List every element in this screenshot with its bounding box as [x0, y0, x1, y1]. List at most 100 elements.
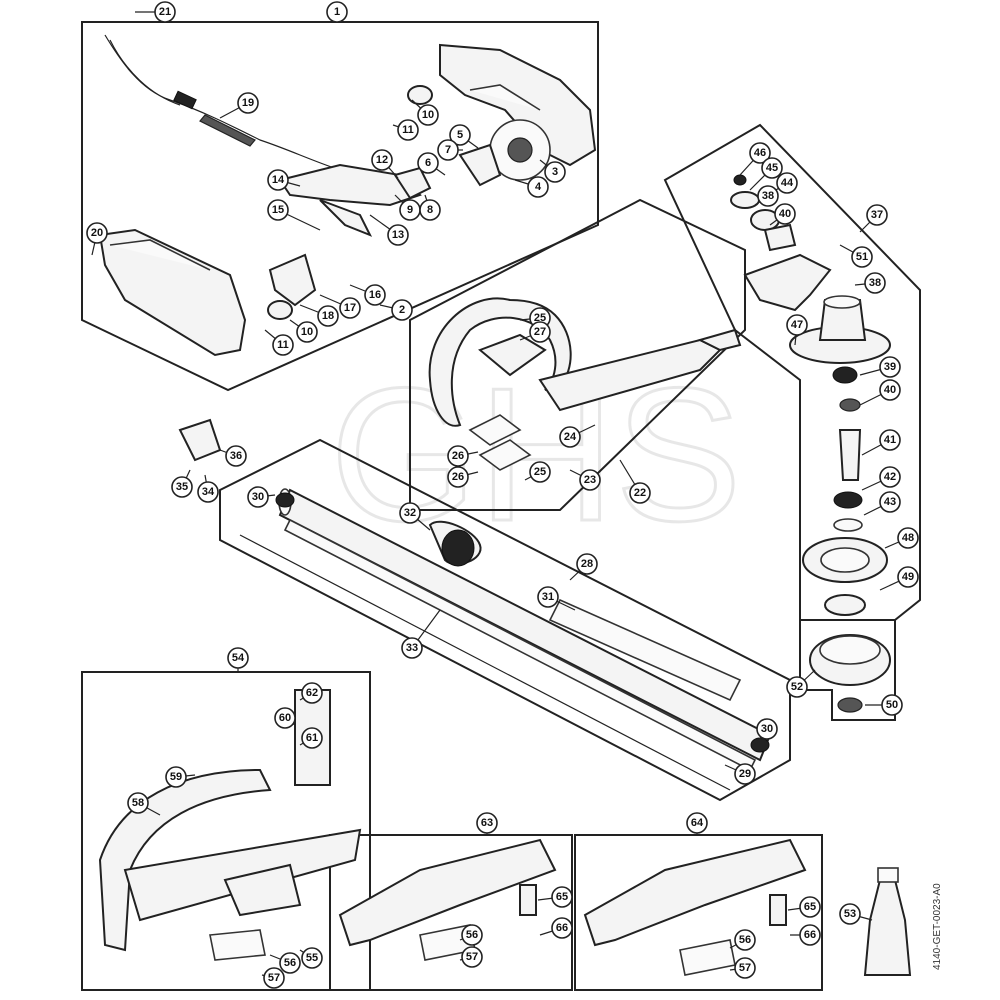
guard-64-part	[583, 838, 807, 976]
callout-label: 55	[306, 952, 318, 964]
callout-circle	[551, 886, 573, 908]
callout-40: 40	[769, 203, 796, 226]
callout-12: 12	[371, 149, 399, 179]
callout-label: 8	[427, 204, 433, 216]
callout-label: 16	[369, 289, 381, 301]
callout-label: 33	[406, 642, 418, 654]
callout-label: 59	[170, 771, 182, 783]
callout-label: 58	[132, 797, 144, 809]
gear-head-part	[730, 174, 891, 713]
callout-circle	[734, 957, 756, 979]
callout-circle	[527, 176, 549, 198]
callout-circle	[165, 766, 187, 788]
callout-label: 50	[886, 699, 898, 711]
callout-label: 39	[884, 361, 896, 373]
callout-41: 41	[861, 429, 901, 456]
callout-64: 64	[686, 812, 708, 835]
callout-label: 17	[344, 302, 356, 314]
callout-24: 24	[559, 424, 596, 448]
callout-label: 51	[856, 251, 868, 263]
callout-20: 20	[86, 222, 108, 256]
callout-label: 2	[399, 304, 405, 316]
callout-label: 56	[739, 934, 751, 946]
callout-21: 21	[135, 1, 176, 23]
callout-57: 57	[459, 946, 483, 968]
callout-label: 65	[556, 891, 568, 903]
callout-label: 24	[564, 431, 577, 443]
callout-7: 7	[437, 139, 463, 161]
callout-circle	[786, 314, 808, 336]
callout-circle	[879, 466, 901, 488]
callout-label: 47	[791, 319, 803, 331]
callout-circle	[879, 379, 901, 401]
callout-34: 34	[197, 474, 219, 503]
callout-circle	[296, 321, 318, 343]
callout-circle	[579, 469, 601, 491]
callout-label: 40	[884, 384, 896, 396]
callout-circle	[279, 952, 301, 974]
callout-label: 46	[754, 147, 766, 159]
callout-circle	[879, 429, 901, 451]
callout-circle	[391, 299, 413, 321]
callout-label: 32	[404, 507, 416, 519]
callout-circle	[86, 222, 108, 244]
callout-66: 66	[790, 924, 821, 946]
callout-51: 51	[839, 244, 873, 268]
callout-10: 10	[411, 99, 439, 126]
assembly-frame-1	[81, 21, 599, 392]
callout-58: 58	[127, 792, 161, 816]
callout-38: 38	[854, 272, 886, 294]
callout-36: 36	[219, 445, 247, 467]
callout-label: 66	[804, 929, 816, 941]
deflector-guard-part	[98, 689, 362, 961]
callout-22: 22	[619, 459, 651, 504]
callout-circle	[127, 792, 149, 814]
callout-circle	[839, 903, 861, 925]
callout-circle	[851, 246, 873, 268]
callout-circle	[551, 917, 573, 939]
callout-circle	[476, 812, 498, 834]
callout-circle	[197, 481, 219, 503]
callout-label: 56	[466, 929, 478, 941]
callout-circle	[447, 466, 469, 488]
callout-circle	[786, 676, 808, 698]
callout-30: 30	[754, 718, 778, 746]
callout-circle	[339, 297, 361, 319]
callout-label: 66	[556, 922, 568, 934]
callout-1: 1	[326, 1, 348, 23]
callout-circle	[756, 718, 778, 740]
callout-label: 10	[301, 326, 313, 338]
callout-62: 62	[299, 682, 323, 704]
callout-52: 52	[786, 669, 816, 698]
callout-label: 38	[762, 190, 774, 202]
callout-label: 43	[884, 496, 896, 508]
callout-circle	[799, 896, 821, 918]
callout-10: 10	[289, 319, 318, 343]
callout-46: 46	[739, 142, 771, 176]
callout-label: 63	[481, 817, 493, 829]
callout-label: 61	[306, 732, 318, 744]
callout-circle	[461, 946, 483, 968]
callout-circle	[237, 92, 259, 114]
callout-66: 66	[539, 917, 573, 939]
callout-48: 48	[884, 527, 919, 549]
callout-label: 29	[739, 768, 751, 780]
callout-44: 44	[759, 172, 798, 201]
callout-circle	[629, 482, 651, 504]
callout-label: 5	[457, 129, 463, 141]
callout-label: 23	[584, 474, 596, 486]
callout-3: 3	[539, 159, 566, 183]
callout-19: 19	[219, 92, 259, 119]
guard-63-part	[338, 838, 557, 961]
callout-circle	[154, 1, 176, 23]
callout-circle	[897, 527, 919, 549]
callout-label: 52	[791, 681, 803, 693]
callout-circle	[447, 445, 469, 467]
callout-label: 57	[268, 972, 280, 984]
callout-27: 27	[519, 321, 551, 343]
callout-circle	[449, 124, 471, 146]
callout-label: 64	[691, 817, 704, 829]
callout-15: 15	[267, 199, 321, 231]
